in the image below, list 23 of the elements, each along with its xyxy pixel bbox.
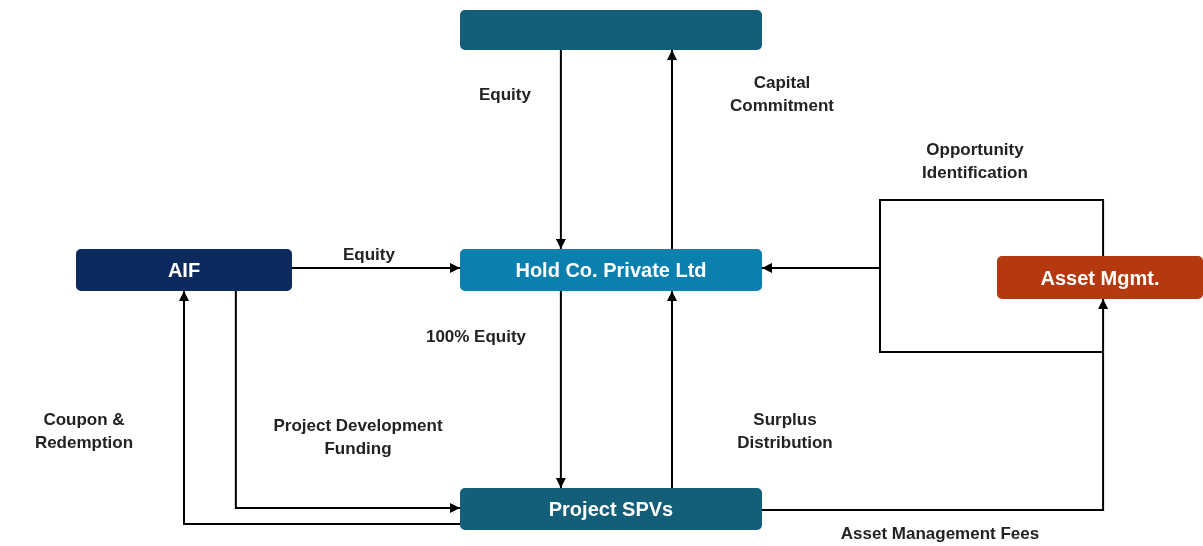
arrow <box>761 298 1109 511</box>
edge-label: Surplus Distribution <box>736 409 834 454</box>
entity-box <box>460 10 762 50</box>
arrow <box>667 290 677 489</box>
edge-label: Capital Commitment <box>729 72 835 117</box>
entity-box: Asset Mgmt. <box>997 256 1203 299</box>
arrow <box>291 262 461 273</box>
edge-label: Coupon & Redemption <box>33 409 135 454</box>
arrow <box>234 290 461 513</box>
edge-label: Equity <box>478 83 532 106</box>
arrow <box>555 49 566 250</box>
edge-label: 100% Equity <box>424 325 528 348</box>
arrow <box>761 199 1105 353</box>
edge-label: Opportunity Identification <box>921 139 1029 184</box>
edge-label: Asset Management Fees <box>839 522 1041 545</box>
arrow <box>179 290 461 525</box>
edge-label: Equity <box>342 243 396 266</box>
edge-label: Project Development Funding <box>272 415 444 460</box>
arrow <box>555 290 566 489</box>
arrow <box>667 49 677 250</box>
entity-box: AIF <box>76 249 292 291</box>
entity-box: Hold Co. Private Ltd <box>460 249 762 291</box>
entity-box: Project SPVs <box>460 488 762 530</box>
